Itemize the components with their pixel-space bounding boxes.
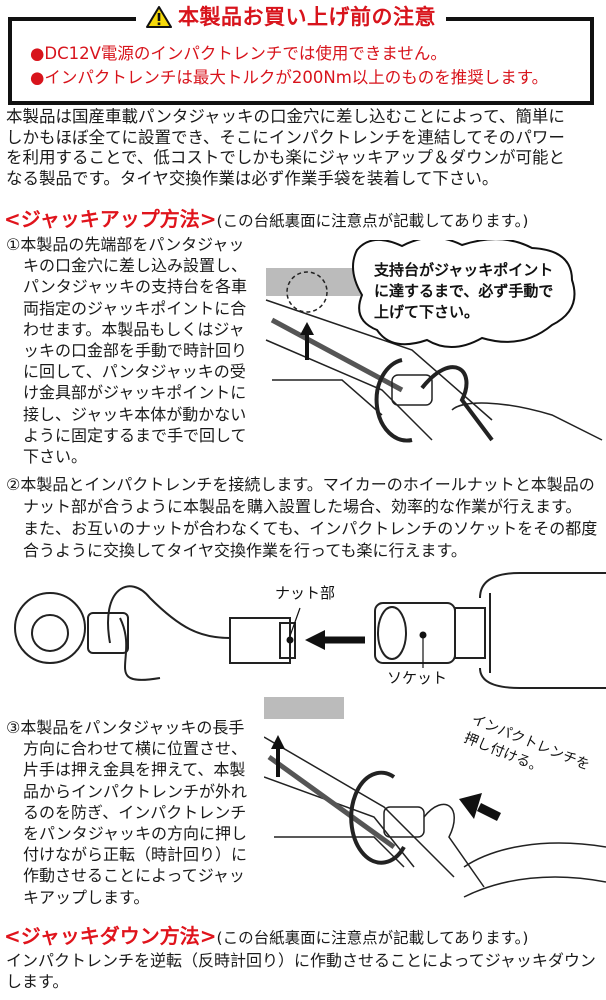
step1-line: キの口金穴に差し込み設置し、 <box>23 256 248 276</box>
notice-title: 本製品お買い上げ前の注意 <box>136 2 446 32</box>
jack-down-title: <ジャッキダウン方法> <box>4 924 217 948</box>
step3-line: をパンタジャッキの方向に押し <box>23 823 248 843</box>
jack-down-note: (この台紙裏面に注意点が記載してあります。) <box>216 929 529 947</box>
notice-item: ●DC12V電源のインパクトレンチでは使用できません。 <box>30 44 447 63</box>
step3-line: 方向に合わせて横に位置させ、 <box>23 739 248 759</box>
step1-line: わせます。本製品もしくはジャ <box>23 319 245 339</box>
step2-line: また、お互いのナットが合わなくても、インパクトレンチのソケットをその都度 <box>23 519 598 538</box>
step2-line: ②本製品とインパクトレンチを接続します。マイカーのホイールナットと本製品の <box>6 475 595 494</box>
step1-line: パンタジャッキの支持台を各車 <box>23 277 248 297</box>
step1-callout-line: に達するまで、必ず手動で <box>374 282 553 300</box>
step1-line: に回して、パンタジャッキの受 <box>23 362 246 382</box>
step3-illustration: インパクトレンチを 押し付ける。 <box>264 697 606 898</box>
step1-line: 下さい。 <box>23 446 88 466</box>
socket-label: ソケット <box>387 669 447 687</box>
jack-down-heading: <ジャッキダウン方法>(この台紙裏面に注意点が記載してあります。) <box>4 924 528 948</box>
jack-up-title: <ジャッキアップ方法> <box>4 207 217 231</box>
nut-label: ナット部 <box>275 584 335 602</box>
jack-up-note: (この台紙裏面に注意点が記載してあります。) <box>216 212 529 230</box>
step2-line: ナット部が合うように本製品を購入設置した場合、効率的な作業が行えます。 <box>23 497 582 516</box>
jack-down-line: します。 <box>6 972 69 991</box>
step3-line: 付けながら正転（時計回り）に <box>23 845 248 865</box>
intro-line: を利用することで、低コストでしかも楽にジャッキアップ＆ダウンが可能と <box>6 148 566 167</box>
step1-text: ①本製品の先端部をパンタジャッ キの口金穴に差し込み設置し、 パンタジャッキの支… <box>6 234 247 467</box>
intro-paragraph: 本製品は国産車載パンタジャッキの口金穴に差し込むことによって、簡単に しかもほぼ… <box>6 107 565 189</box>
notice-title-text: 本製品お買い上げ前の注意 <box>178 5 436 29</box>
step1-illustration: 支持台がジャッキポイント に達するまで、必ず手動で 上げて下さい。 <box>265 240 603 443</box>
step3-line: 品からインパクトレンチが外れ <box>23 781 248 801</box>
step2-connection-diagram: ナット部 ソケット <box>14 572 606 689</box>
step1-callout-line: 支持台がジャッキポイント <box>373 261 553 279</box>
step3-line: 作動させることによってジャッ <box>23 866 245 886</box>
step1-line: 接し、ジャッキ本体が動かない <box>23 404 247 424</box>
step3-line: 片手は押え金具を押えて、本製 <box>23 760 246 780</box>
jack-down-text: インパクトレンチを逆転（反時計回り）に作動させることによってジャッキダウン しま… <box>6 950 596 992</box>
warning-triangle-icon <box>146 6 172 28</box>
step1-line: け金具部がジャッキポイントに <box>23 383 247 403</box>
jack-down-line: インパクトレンチを逆転（反時計回り）に作動させることによってジャッキダウン <box>6 951 596 970</box>
intro-line: しかもほぼ全てに設置でき、そこにインパクトレンチを連結してそのパワー <box>6 127 565 147</box>
step2-line: 合うように交換してタイヤ交換作業を行っても楽に行えます。 <box>23 541 467 560</box>
step1-line: ①本製品の先端部をパンタジャッ <box>6 235 245 254</box>
step3-line: キアップします。 <box>23 887 150 907</box>
step3-line: るのを防ぎ、インパクトレンチ <box>23 802 247 822</box>
step3-line: ③本製品をパンタジャッキの長手 <box>6 718 245 737</box>
step1-line: ッキの口金部を手動で時計回り <box>23 340 248 360</box>
step3-text: ③本製品をパンタジャッキの長手 方向に合わせて横に位置させ、 片手は押え金具を押… <box>6 717 247 908</box>
step1-line: ように固定するまで手で回して <box>23 425 247 445</box>
step1-line: 両指定のジャッキポイントに合 <box>23 298 247 318</box>
intro-line: 本製品は国産車載パンタジャッキの口金穴に差し込むことによって、簡単に <box>6 107 565 126</box>
intro-line: なる製品です。タイヤ交換作業は必ず作業手袋を装着して下さい。 <box>6 168 499 188</box>
notice-item: ●インパクトレンチは最大トルクが200Nm以上のものを推奨します。 <box>30 68 549 87</box>
step2-text: ②本製品とインパクトレンチを接続します。マイカーのホイールナットと本製品の ナッ… <box>6 474 597 562</box>
step1-callout-line: 上げて下さい。 <box>374 303 479 321</box>
jack-up-heading: <ジャッキアップ方法>(この台紙裏面に注意点が記載してあります。) <box>4 207 528 231</box>
